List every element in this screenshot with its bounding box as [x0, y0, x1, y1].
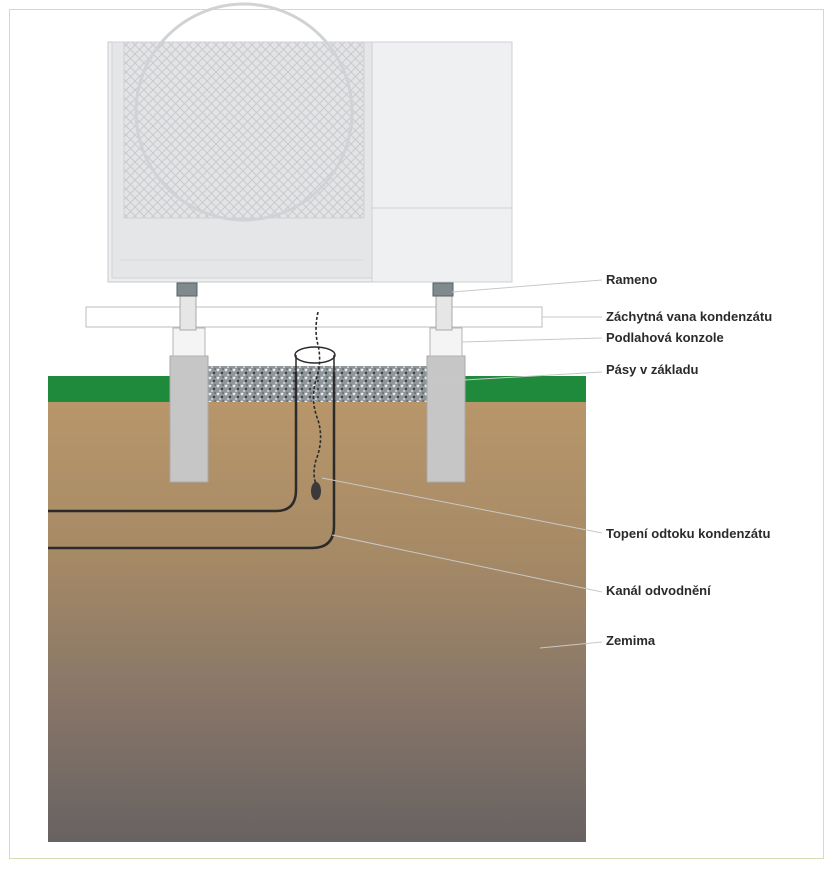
arm-right [435, 295, 453, 331]
drain-pipe-opening [294, 346, 336, 364]
floor-bracket-right [429, 327, 463, 357]
leader-lines [321, 279, 603, 649]
drain-channel-pipe-outer [48, 372, 336, 550]
soil-ground [48, 402, 586, 842]
label-soil: Zemima [606, 633, 656, 648]
arm-cap-left [176, 282, 198, 297]
foundation-strip-right [426, 355, 466, 483]
arm-left [179, 295, 197, 331]
arm-cap-right [432, 282, 454, 297]
floor-bracket-left [172, 327, 206, 357]
label-drain-heating: Topení odtoku kondenzátu [606, 526, 771, 541]
drain-heating-cable [312, 311, 322, 485]
label-foundation-strips: Pásy v základu [606, 362, 699, 377]
foundation-strip-left [169, 355, 209, 483]
gravel-bed [207, 366, 430, 402]
label-floor-bracket: Podlahová konzole [606, 330, 724, 345]
label-drain-channel: Kanál odvodnění [606, 583, 711, 598]
heat-pump-outdoor-unit [107, 2, 513, 283]
label-drip-tray: Záchytná vana kondenzátu [606, 309, 773, 324]
grass-right [464, 376, 586, 402]
drain-channel-pipe [48, 372, 298, 513]
heating-cable-end [311, 482, 321, 500]
label-arm: Rameno [606, 272, 658, 287]
grass-left [48, 376, 172, 402]
condensate-drip-tray [85, 306, 543, 328]
